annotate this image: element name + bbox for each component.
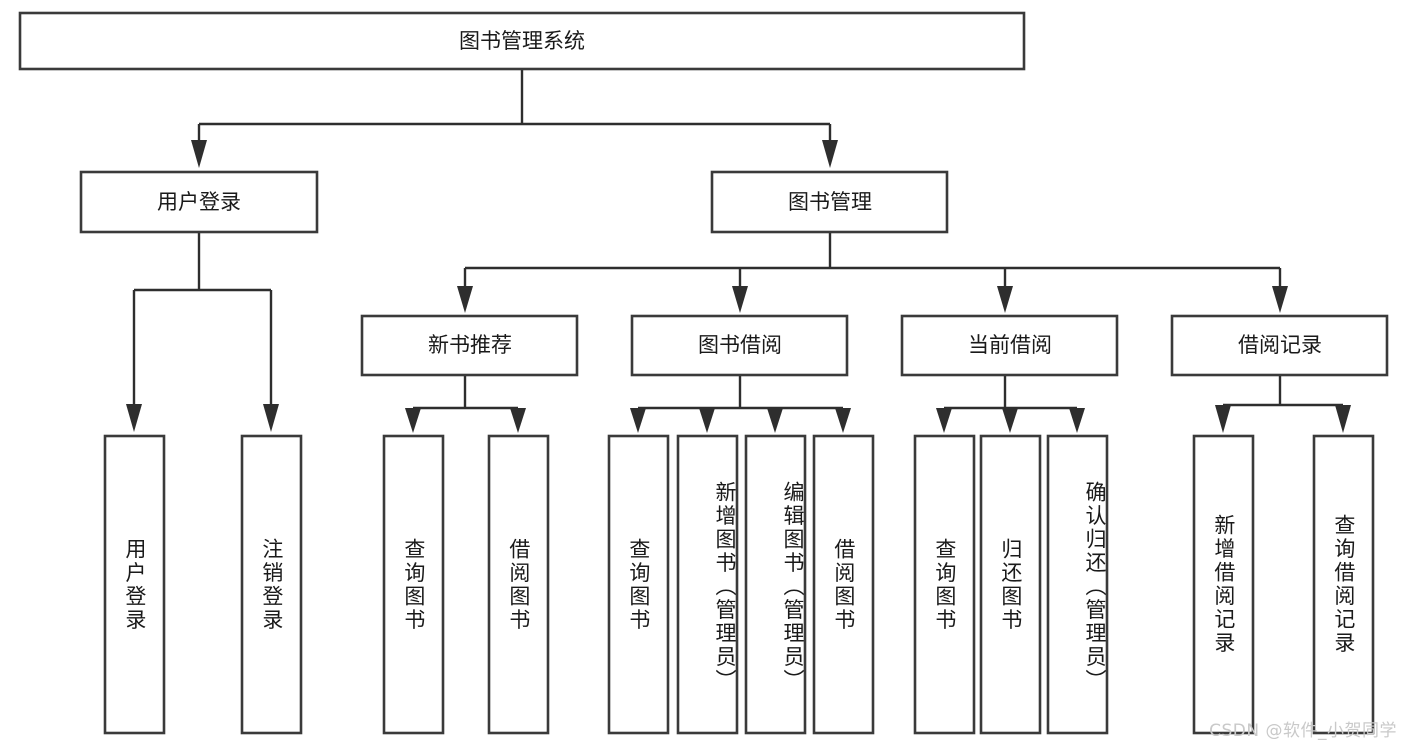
arrowhead-current-borrow [997, 286, 1013, 313]
watermark-label: CSDN @软件_小贺同学 [1209, 721, 1397, 741]
node-new-book-recommend[interactable] [360, 314, 579, 377]
node-leaf-current-borrow-2[interactable] [979, 434, 1042, 735]
node-borrow-record[interactable] [1170, 314, 1389, 377]
node-current-borrow[interactable] [900, 314, 1119, 377]
connector-group-book-borrow [630, 375, 851, 433]
node-book-borrow-label: 图书借阅 [698, 333, 782, 357]
node-leaf-current-borrow-3[interactable] [1046, 434, 1109, 735]
node-leaf-book-borrow-3[interactable] [744, 434, 807, 735]
arrowhead-leaf-book-borrow-2 [699, 408, 715, 433]
arrowhead-leaf-user-login-2 [263, 404, 279, 432]
node-root-system-label: 图书管理系统 [459, 29, 585, 53]
node-leaf-book-borrow-1[interactable] [607, 434, 670, 735]
connector-group-root [191, 69, 838, 168]
node-leaf-new-book-2[interactable] [487, 434, 550, 735]
node-current-borrow-label: 当前借阅 [968, 333, 1052, 357]
arrowhead-leaf-current-borrow-2 [1002, 408, 1018, 433]
arrowhead-leaf-current-borrow-1 [936, 408, 952, 433]
arrowhead-book-manage [822, 140, 838, 168]
connector-group-current-borrow [936, 375, 1085, 433]
node-user-login[interactable] [79, 170, 319, 234]
connector-group-borrow-record [1215, 375, 1351, 433]
node-borrow-record-label: 借阅记录 [1238, 333, 1322, 357]
node-leaf-book-borrow-2[interactable] [676, 434, 739, 735]
node-leaf-new-book-1[interactable] [382, 434, 445, 735]
node-book-manage[interactable] [710, 170, 949, 234]
arrowhead-leaf-user-login-1 [126, 404, 142, 432]
arrowhead-borrow-record [1272, 286, 1288, 313]
arrowhead-user-login [191, 140, 207, 168]
node-leaf-current-borrow-1[interactable] [913, 434, 976, 735]
arrowhead-leaf-borrow-record-1 [1215, 405, 1231, 433]
arrowhead-leaf-book-borrow-3 [767, 408, 783, 433]
arrowhead-leaf-book-borrow-4 [835, 408, 851, 433]
connector-group-new-book [405, 375, 526, 433]
node-book-borrow[interactable] [630, 314, 849, 377]
arrowhead-leaf-borrow-record-2 [1335, 405, 1351, 433]
arrowhead-new-book [457, 286, 473, 313]
connector-group-book-manage [457, 232, 1288, 313]
arrowhead-leaf-current-borrow-3 [1069, 408, 1085, 433]
node-book-manage-label: 图书管理 [788, 190, 872, 214]
node-new-book-recommend-label: 新书推荐 [428, 333, 512, 357]
node-leaf-user-login-2[interactable] [240, 434, 303, 735]
node-leaf-borrow-record-1[interactable] [1192, 434, 1255, 735]
node-user-login-label: 用户登录 [157, 190, 241, 214]
node-root-system[interactable] [18, 11, 1026, 71]
node-leaf-book-borrow-4[interactable] [812, 434, 875, 735]
arrowhead-leaf-new-book-2 [510, 408, 526, 433]
node-leaf-borrow-record-2[interactable] [1312, 434, 1375, 735]
arrowhead-leaf-new-book-1 [405, 408, 421, 433]
arrowhead-book-borrow [732, 286, 748, 313]
connector-group-user-login [126, 232, 279, 432]
node-leaf-user-login-1[interactable] [103, 434, 166, 735]
arrowhead-leaf-book-borrow-1 [630, 408, 646, 433]
